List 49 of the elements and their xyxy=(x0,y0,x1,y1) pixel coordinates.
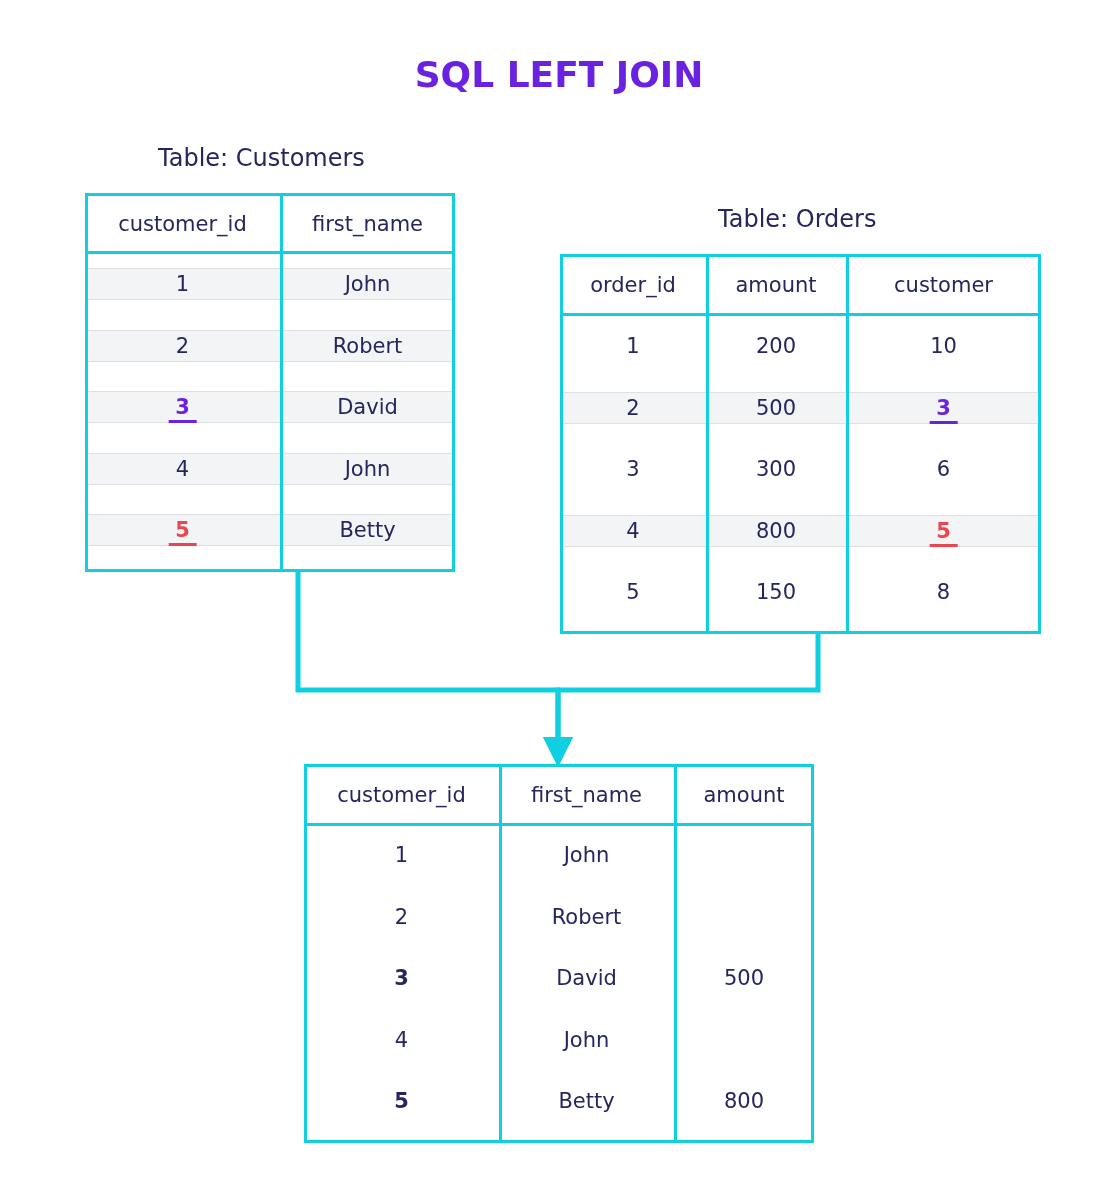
column-header: customer_id xyxy=(337,782,466,808)
cell-value: 3 xyxy=(168,394,197,423)
cell-value: 1 xyxy=(175,271,190,297)
cell-value: 5 xyxy=(168,517,197,546)
cell-value: Robert xyxy=(332,332,403,359)
diagram-title: SQL LEFT JOIN xyxy=(414,53,704,97)
column-header: amount xyxy=(735,272,817,298)
cell-value: 4 xyxy=(626,517,640,544)
column-header: first_name xyxy=(311,210,424,237)
column-header: amount xyxy=(703,782,785,808)
cell-value: 3 xyxy=(394,965,409,991)
cell-value: 500 xyxy=(755,394,797,421)
cell-value: John xyxy=(563,1026,610,1053)
cell-value: John xyxy=(344,271,391,297)
column-header: customer_id xyxy=(118,210,247,237)
cell-value: 800 xyxy=(723,1088,765,1114)
cell-value: 5 xyxy=(394,1088,409,1114)
cell-value: Robert xyxy=(551,903,622,930)
cell-value: 800 xyxy=(755,517,797,544)
cell-value: 2 xyxy=(394,903,409,930)
table-title: Table: Orders xyxy=(718,204,877,235)
cell-value: 10 xyxy=(930,333,957,359)
cell-value: 5 xyxy=(626,579,640,605)
cell-value: 150 xyxy=(755,579,797,605)
cell-value: 2 xyxy=(175,332,190,359)
column-header: order_id xyxy=(590,272,676,298)
cell-value: Betty xyxy=(339,517,396,543)
cell-value: John xyxy=(344,455,391,482)
cell-value: 500 xyxy=(723,965,765,991)
cell-value: John xyxy=(563,842,610,868)
table-title: Table: Customers xyxy=(158,143,365,174)
cell-value: David xyxy=(556,965,617,991)
cell-value: 3 xyxy=(626,456,640,482)
column-header: first_name xyxy=(530,782,643,808)
cell-value: 1 xyxy=(626,333,640,359)
cell-value: 200 xyxy=(755,333,797,359)
cell-value: Betty xyxy=(558,1088,615,1114)
cell-value: 8 xyxy=(936,579,951,605)
column-header: customer xyxy=(894,272,993,298)
cell-value: 2 xyxy=(626,394,640,421)
data-table xyxy=(304,764,814,1143)
cell-value: 5 xyxy=(929,517,958,547)
cell-value: 300 xyxy=(755,456,797,482)
cell-value: David xyxy=(337,394,398,420)
cell-value: 4 xyxy=(394,1026,409,1053)
cell-value: 4 xyxy=(175,455,190,482)
cell-value: 6 xyxy=(936,456,951,482)
cell-value: 3 xyxy=(929,394,958,424)
cell-value: 1 xyxy=(394,842,409,868)
